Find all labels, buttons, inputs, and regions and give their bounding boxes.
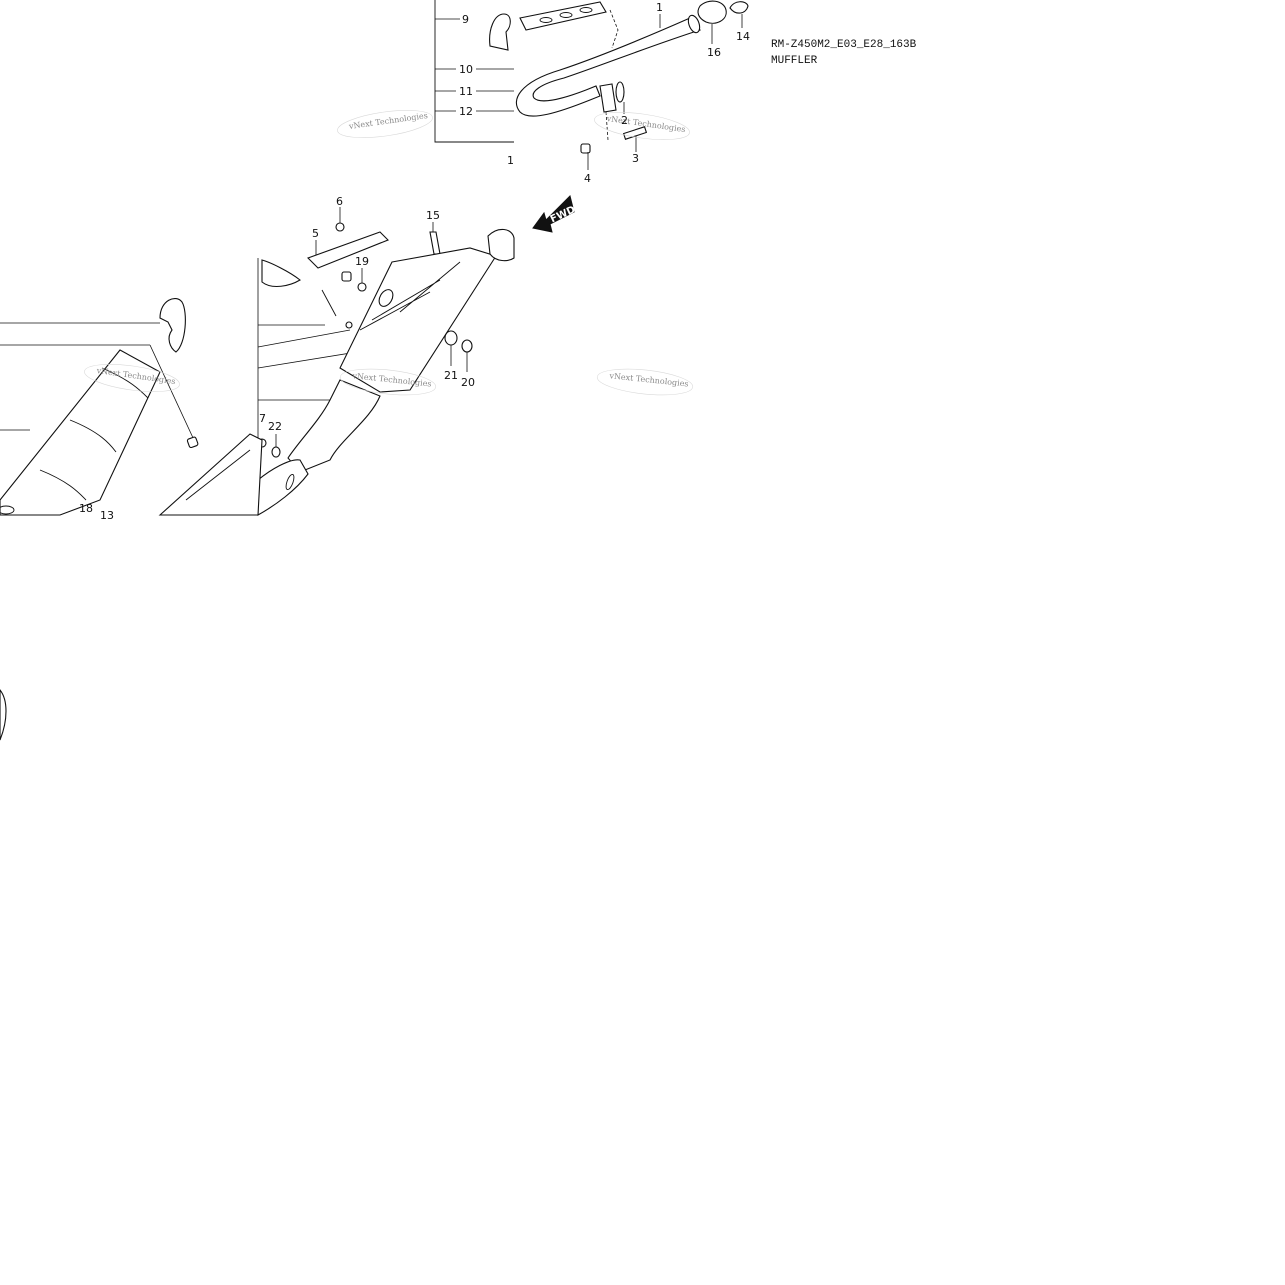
washer-part-19 <box>357 282 367 292</box>
nut-part-4 <box>580 143 591 154</box>
callout-1: 1 <box>656 1 663 14</box>
callout-9: 9 <box>462 13 469 26</box>
heat-guard <box>519 1 607 31</box>
clip-part-9 <box>489 13 511 51</box>
clamp-part-16 <box>697 0 727 24</box>
fwd-arrow: FWD <box>532 195 577 233</box>
callout-6: 6 <box>336 195 343 208</box>
spring-part-14 <box>729 1 749 14</box>
callout-4: 4 <box>584 172 591 185</box>
silencer-assembly <box>0 207 515 516</box>
exhaust-pipe-part-1 <box>515 17 701 117</box>
callout-11: 11 <box>459 85 473 98</box>
collar-part-20 <box>461 339 473 353</box>
watermark-1: vNext Technologies <box>347 111 428 131</box>
exhaust-pipe-assembly <box>434 0 749 170</box>
callout-19: 19 <box>355 255 369 268</box>
callouts: 9 10 11 12 1 16 14 2 3 4 1 6 5 15 19 21 … <box>79 1 750 522</box>
callout-13: 13 <box>100 509 114 522</box>
callout-3: 3 <box>632 152 639 165</box>
stud-part-3 <box>622 126 648 140</box>
callout-16: 16 <box>707 46 721 59</box>
bolt-part-15 <box>429 231 441 255</box>
watermark-5: vNext Technologies <box>608 371 689 388</box>
callout-18: 18 <box>79 502 93 515</box>
callout-5: 5 <box>312 227 319 240</box>
callout-1b: 1 <box>507 154 514 167</box>
callout-22: 22 <box>268 420 282 433</box>
clip-left <box>159 298 186 353</box>
callout-12: 12 <box>459 105 473 118</box>
silencer-body <box>339 247 497 393</box>
diagram-code: RM-Z450M2_E03_E28_163B <box>771 39 917 51</box>
diagram-caption: RM-Z450M2_E03_E28_163B MUFFLER <box>771 39 917 67</box>
muffler-can <box>0 298 263 741</box>
washer-part-22 <box>271 446 281 458</box>
gasket-part-2 <box>615 81 625 103</box>
callout-7: 7 <box>259 412 266 425</box>
callout-15: 15 <box>426 209 440 222</box>
callout-21: 21 <box>444 369 458 382</box>
callout-10: 10 <box>459 63 473 76</box>
callout-2: 2 <box>621 114 628 127</box>
bolt-part-6 <box>335 222 345 232</box>
callout-14: 14 <box>736 30 750 43</box>
bracket-part-5 <box>306 231 389 269</box>
grommet-part-21 <box>444 330 458 346</box>
bracket-frame <box>434 0 514 143</box>
diagram-title: MUFFLER <box>771 55 818 67</box>
callout-20: 20 <box>461 376 475 389</box>
